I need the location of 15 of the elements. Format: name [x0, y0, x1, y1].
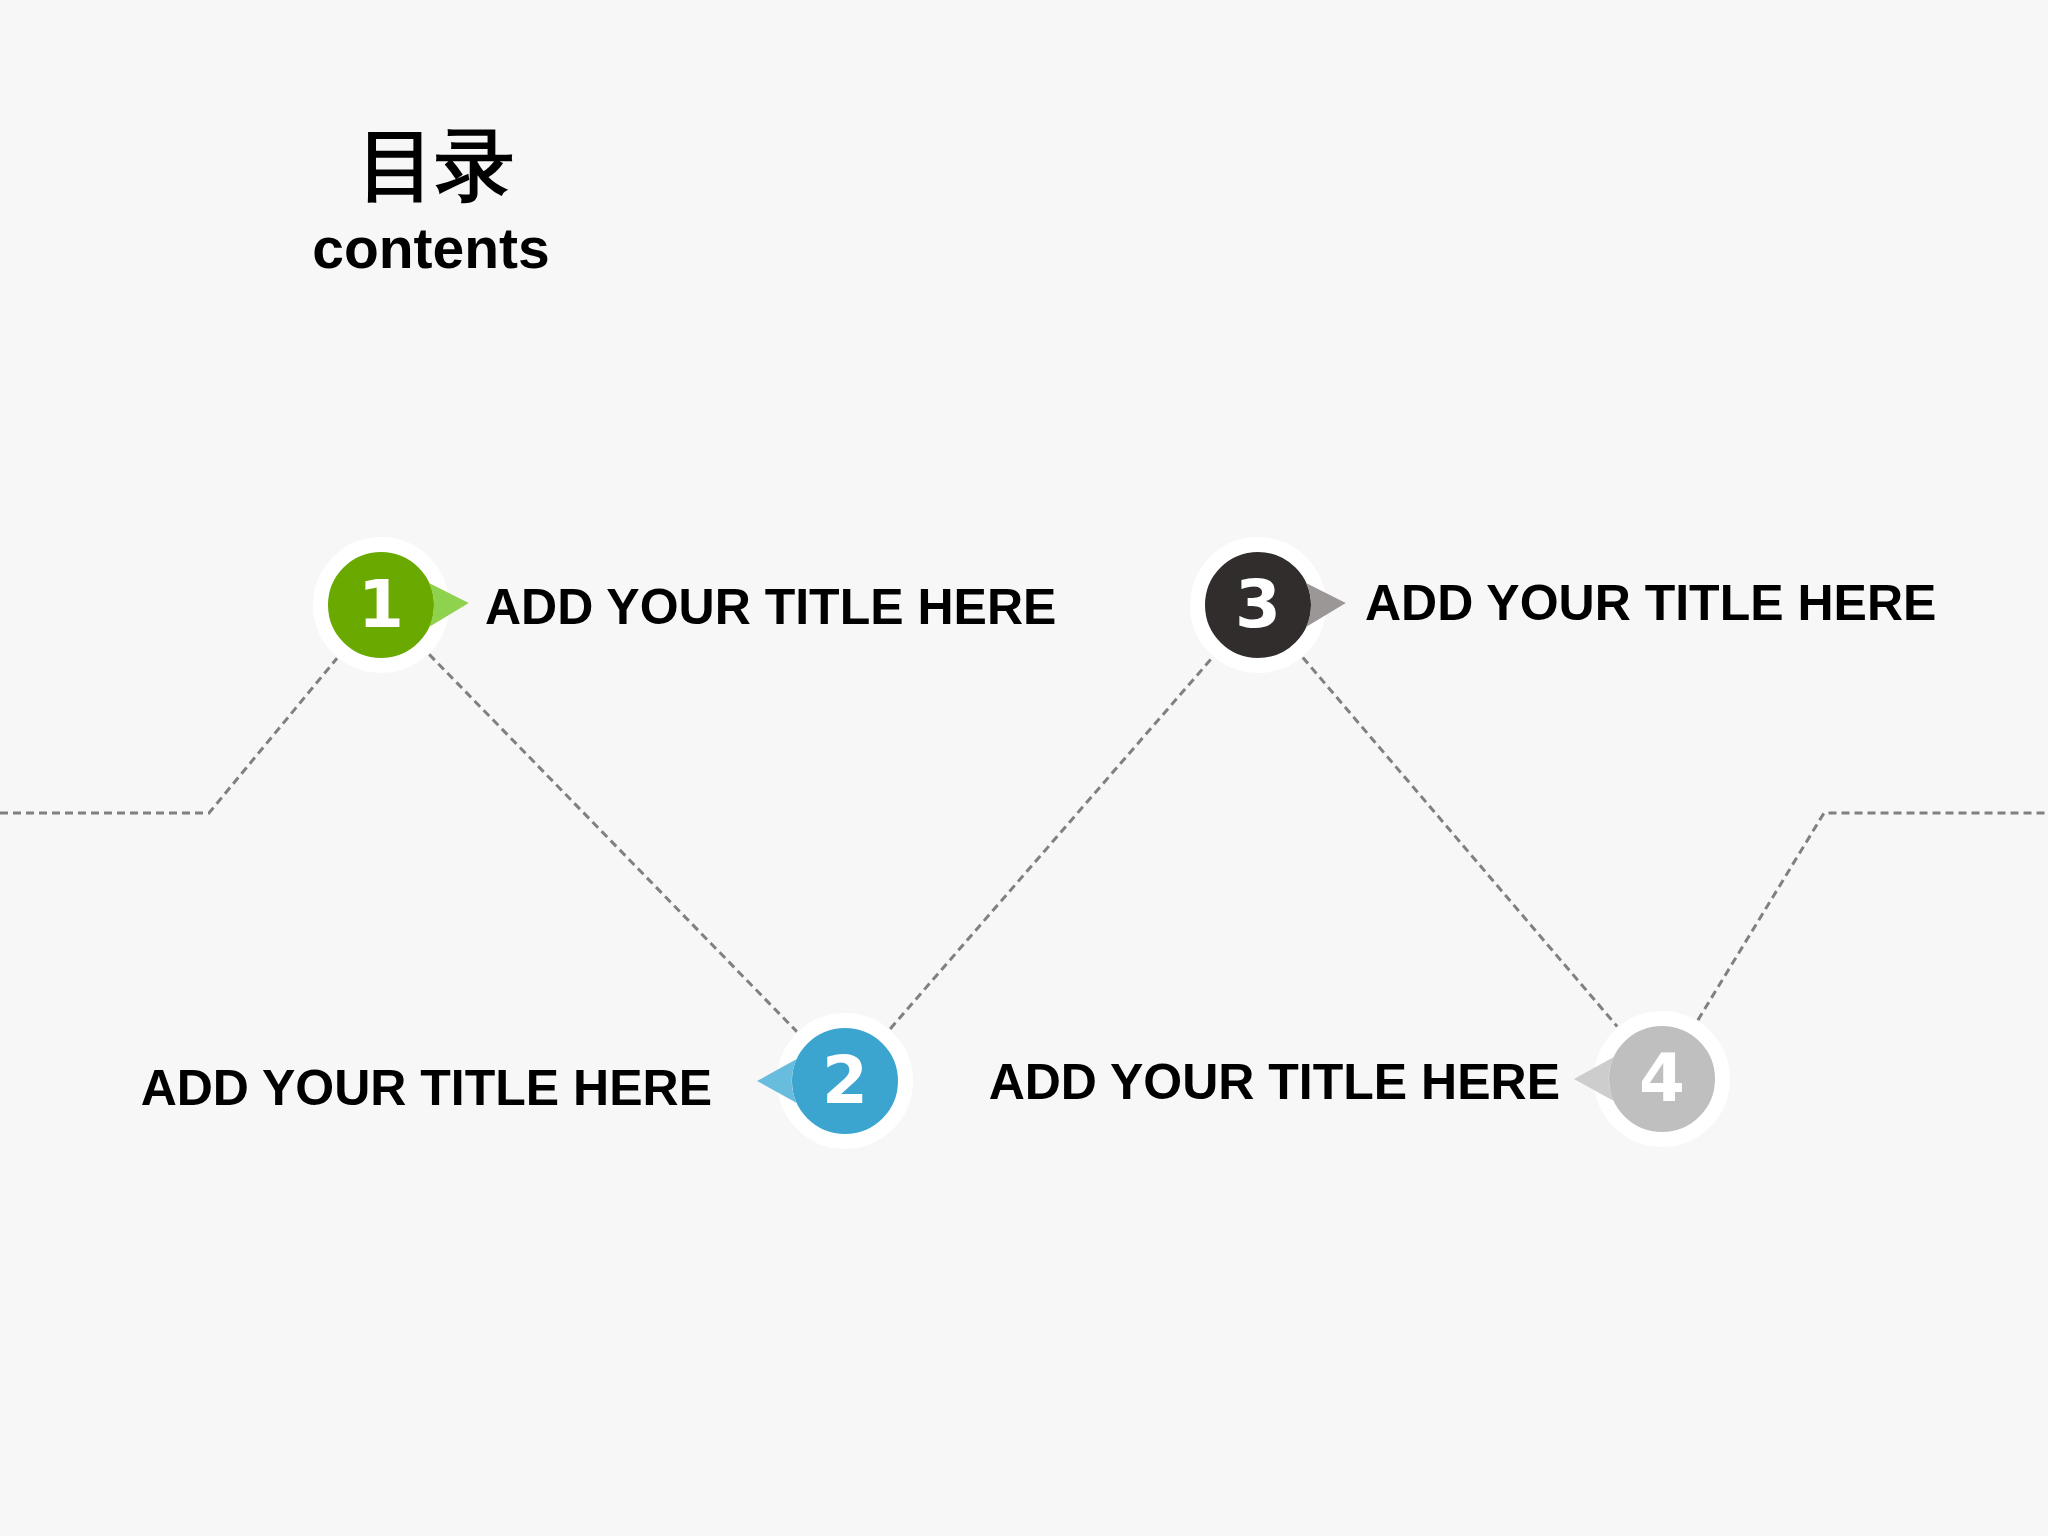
subheading: contents	[312, 220, 550, 277]
item-title: ADD YOUR TITLE HERE	[1365, 578, 1937, 628]
dashed-line	[889, 656, 1214, 1030]
dashed-line	[1696, 811, 2048, 1021]
item-title: ADD YOUR TITLE HERE	[140, 1063, 712, 1113]
dashed-line	[428, 653, 798, 1033]
item-title: ADD YOUR TITLE HERE	[988, 1057, 1560, 1107]
step-number: 1	[358, 572, 404, 638]
step-number: 4	[1639, 1046, 1685, 1112]
item-title: ADD YOUR TITLE HERE	[485, 582, 1057, 632]
step-number: 3	[1235, 572, 1281, 638]
heading: 目录	[358, 126, 514, 204]
dashed-line	[0, 657, 339, 815]
step-number: 2	[822, 1048, 868, 1114]
dashed-line	[1301, 656, 1619, 1028]
